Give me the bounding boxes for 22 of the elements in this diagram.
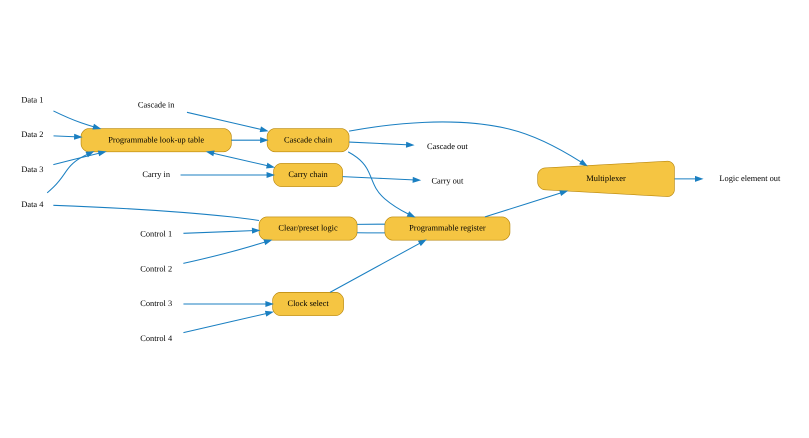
arrow	[183, 310, 274, 333]
arrow	[206, 150, 276, 168]
arrow	[231, 136, 269, 143]
arrow	[183, 227, 260, 234]
arrow	[186, 111, 269, 132]
arrow	[674, 175, 704, 182]
arrow	[183, 238, 272, 264]
arrow	[54, 133, 83, 140]
arrow	[342, 176, 422, 182]
connector	[53, 204, 260, 220]
arrow	[484, 190, 568, 217]
arrow	[348, 120, 588, 166]
connector	[357, 223, 385, 224]
arrow	[330, 238, 427, 292]
arrow	[53, 110, 102, 129]
arrow	[180, 172, 276, 178]
arrow	[53, 150, 107, 165]
arrow	[183, 300, 274, 306]
arrow	[46, 150, 95, 193]
arrow	[349, 141, 415, 148]
connector	[357, 232, 385, 233]
arrow	[348, 150, 416, 218]
